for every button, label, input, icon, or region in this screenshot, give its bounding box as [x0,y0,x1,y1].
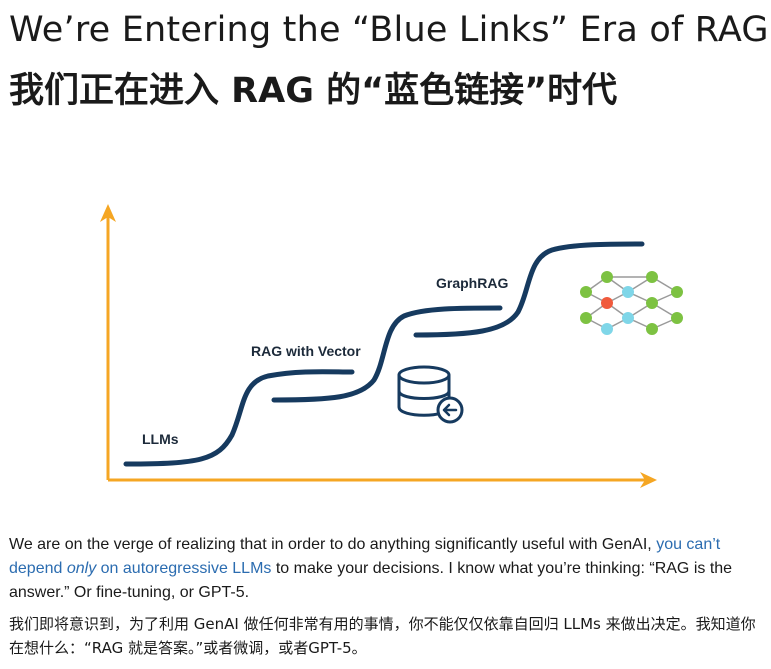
database-icon [397,365,464,424]
label-rag-with-vector: RAG with Vector [251,343,361,359]
label-llms: LLMs [142,431,179,447]
curve-rag-to-graphrag [271,305,503,403]
paragraph-english-part1: We are on the verge of realizing that in… [9,536,657,553]
progress-curves [123,241,645,467]
figure-canvas: LLMs RAG with Vector GraphRAG [100,204,683,488]
link-text-1: you can’t depend [9,536,721,577]
curve-graphrag-top [413,241,645,338]
graph-network-icon [580,271,683,335]
rag-evolution-figure: LLMs RAG with Vector GraphRAG [0,160,771,500]
link-text-emphasis: only [66,560,97,577]
paragraph-english: We are on the verge of realizing that in… [9,533,764,605]
page-title-chinese: 我们正在进入 RAG 的“蓝色链接”时代 [9,71,618,111]
axes [100,204,657,488]
x-axis-arrow [640,472,657,488]
y-axis-arrow [100,204,116,222]
link-text-2: on autoregressive LLMs [96,560,272,577]
autoregressive-llms-link[interactable]: you can’t depend only on autoregressive … [9,536,720,577]
label-graphrag: GraphRAG [436,275,508,291]
curve-llms-to-rag [123,369,355,467]
paragraph-english-part2: to make your decisions. I know what you’… [9,560,733,601]
paragraph-chinese: 我们即将意识到，为了利用 GenAI 做任何非常有用的事情，你不能仅仅依靠自回归… [9,615,756,657]
page-title-english: We’re Entering the “Blue Links” Era of R… [9,10,769,50]
